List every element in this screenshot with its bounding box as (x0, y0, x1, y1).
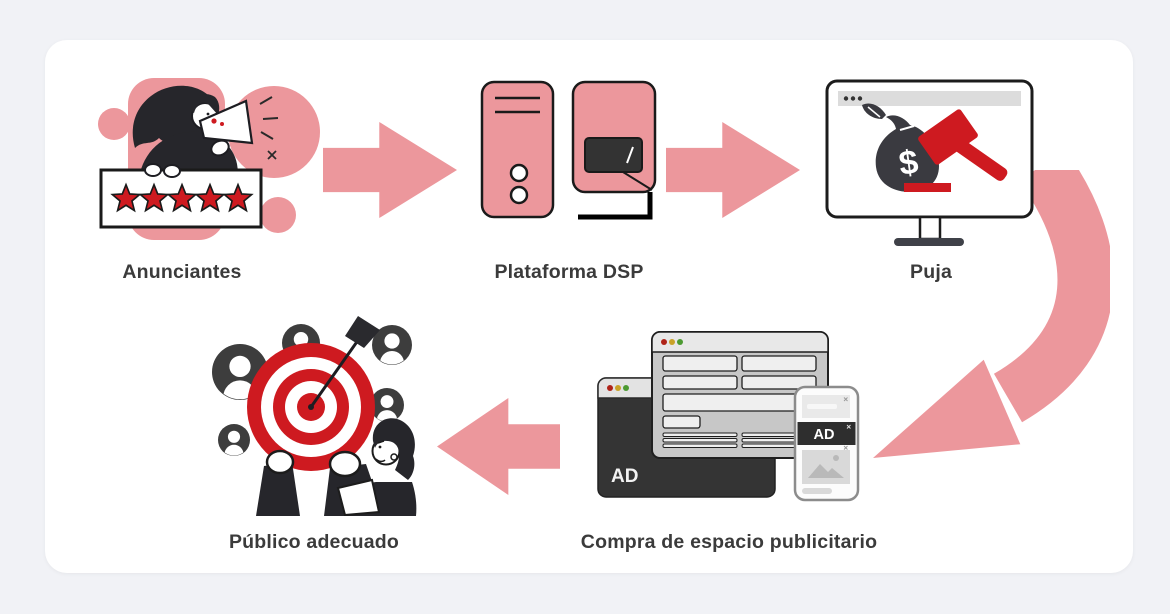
step-label-puja: Puja (910, 261, 952, 283)
megaphone-icon (198, 96, 279, 145)
dart-icon (308, 316, 380, 410)
phone-ad-badge: AD (814, 427, 835, 443)
hair (372, 418, 415, 480)
publico-adecuado-illustration (198, 316, 417, 516)
step-label-publico: Público adecuado (228, 531, 400, 553)
close-x-icon (843, 445, 848, 450)
hand-icon (328, 450, 362, 478)
window-ad-badge: AD (611, 466, 638, 487)
step-label-compra: Compra de espacio publicitario (580, 531, 878, 553)
curved-arrow-down-icon (873, 170, 1110, 458)
paper (336, 478, 381, 516)
x-mark-icon (267, 150, 277, 160)
gray-browser-window-icon (651, 331, 829, 459)
close-x-icon (846, 424, 851, 429)
sound-lines-icon (259, 96, 279, 140)
close-x-icon (843, 397, 848, 402)
gavel-icon (904, 109, 1008, 192)
step-label-plataforma-dsp: Plataforma DSP (494, 261, 644, 283)
plataforma-dsp-illustration (480, 80, 657, 220)
step-label-anunciantes: Anunciantes (122, 261, 242, 283)
anunciantes-illustration (98, 78, 320, 240)
cable-icon (578, 192, 653, 220)
avatar-icon (372, 325, 412, 375)
device-with-screen-icon (571, 80, 657, 220)
avatar-icon (218, 424, 250, 464)
puja-illustration: $ (825, 79, 1034, 246)
phone-with-ads-icon: AD (793, 385, 860, 502)
compra-espacio-illustration: AD AD (597, 331, 860, 502)
image-placeholder-icon (808, 455, 844, 478)
man-holding-target (256, 418, 417, 516)
hand-icon (265, 449, 295, 475)
server-tower-icon (480, 80, 555, 219)
rating-banner (99, 163, 263, 229)
form-fields (662, 355, 817, 448)
